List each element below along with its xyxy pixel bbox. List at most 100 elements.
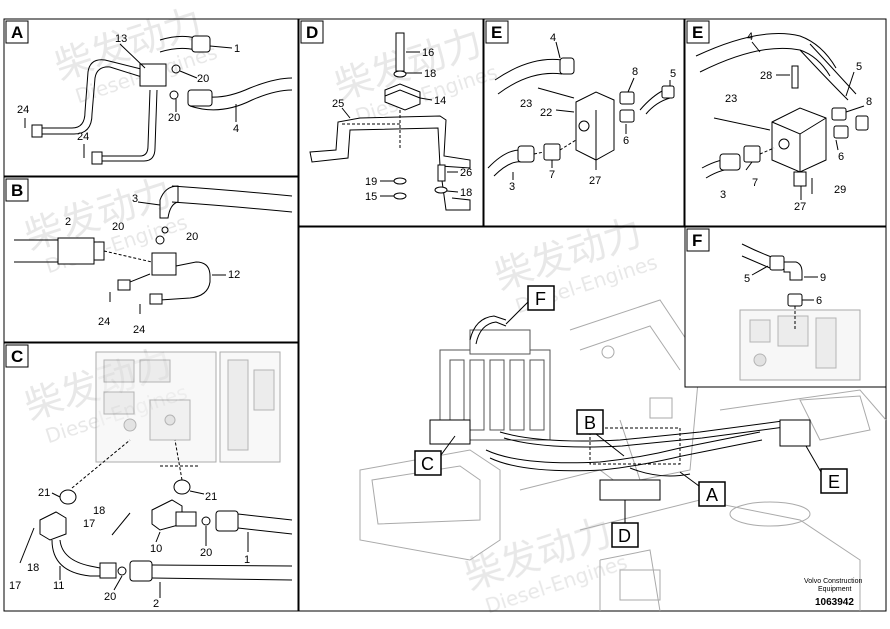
valve-27: [575, 91, 615, 161]
overview-tag-c: C: [421, 454, 434, 474]
overview-hoses: [469, 315, 793, 477]
panel-a: A 13 1 20 20 24 24 4: [3, 18, 299, 177]
callout-4: 4: [747, 31, 753, 43]
panel-e2-frame: [684, 18, 887, 227]
callout-20: 20: [197, 73, 209, 85]
fitting-7: [743, 145, 761, 163]
elbow-9: [783, 261, 803, 281]
overview-tag-a-box: [698, 481, 726, 507]
callout-5: 5: [856, 61, 862, 73]
callout-18: 18: [460, 187, 472, 199]
tee-block: [151, 252, 177, 276]
callout-12: 12: [228, 269, 240, 281]
footer-brand-line2: Equipment: [818, 586, 852, 593]
callout-6: 6: [623, 135, 629, 147]
bolt-23: [537, 87, 575, 99]
tee-block: [139, 63, 167, 87]
callout-21: 21: [38, 487, 50, 499]
overview-tag-d-box: [611, 522, 639, 548]
hose-1: [237, 513, 293, 521]
valve-e-location: [779, 419, 811, 447]
callout-24: 24: [98, 316, 110, 328]
panel-b-tag-box: [5, 178, 29, 202]
nut-15: [393, 192, 407, 200]
tube-lower: [98, 89, 151, 157]
callout-9: 9: [820, 272, 826, 284]
overview-tag-e-box: [820, 468, 848, 494]
o-ring-20: [201, 516, 211, 526]
callout-10: 10: [150, 543, 162, 555]
o-ring-20: [155, 235, 165, 245]
callout-20: 20: [104, 591, 116, 603]
seal-21: [173, 479, 191, 495]
hose-3: [171, 185, 293, 197]
panel-b-tag: B: [11, 181, 23, 200]
overview-frame: [298, 226, 887, 612]
panel-d-tag-box: [300, 20, 324, 44]
callout-18: 18: [93, 505, 105, 517]
doc-number: 1063942: [815, 597, 854, 608]
panel-e1-tag: E: [491, 23, 502, 42]
callout-2: 2: [65, 216, 71, 228]
fitting-8: [831, 107, 847, 121]
overview-tag-a: A: [706, 485, 718, 505]
clamp-14: [384, 83, 421, 111]
callout-22: 22: [540, 107, 552, 119]
callout-23: 23: [725, 93, 737, 105]
callout-16: 16: [422, 47, 434, 59]
o-ring-20: [117, 566, 127, 576]
bolt-17: [19, 527, 35, 564]
o-ring-20: [171, 64, 181, 74]
cap-24: [31, 124, 43, 138]
panel-f-tag-box: [686, 228, 710, 252]
bracket-d-location: [599, 479, 661, 501]
panel-e1-tag-box: [485, 20, 509, 44]
overview: F B C A D E Volvo Construction Equipment…: [298, 226, 887, 612]
fitting-6: [833, 125, 849, 139]
callout-18: 18: [424, 68, 436, 80]
footer-brand-line1: Volvo Construction: [804, 578, 862, 585]
panel-d: D 16 18 14 25 19 15 26 18: [298, 18, 484, 227]
valve-bank-image: [739, 309, 861, 381]
machine-frame: [359, 299, 887, 612]
callout-4: 4: [233, 123, 239, 135]
callout-20: 20: [200, 547, 212, 559]
panel-c-frame: [3, 342, 299, 612]
callout-15: 15: [365, 191, 377, 203]
callout-5: 5: [744, 273, 750, 285]
fitting-6: [787, 293, 803, 307]
callout-17: 17: [83, 518, 95, 530]
hose-4: [494, 58, 563, 81]
callout-27: 27: [589, 175, 601, 187]
fitting-8: [619, 91, 635, 105]
callout-27: 27: [794, 201, 806, 213]
callout-8: 8: [866, 96, 872, 108]
hose-5: [639, 89, 665, 111]
overview-tag-b: B: [584, 413, 596, 433]
control-valve-bank: [439, 329, 551, 441]
fitting-6: [619, 109, 635, 123]
callout-19: 19: [365, 176, 377, 188]
callout-21: 21: [205, 491, 217, 503]
callout-8: 8: [632, 66, 638, 78]
seal-21: [59, 489, 77, 505]
panel-a-tag-box: [5, 20, 29, 44]
callout-25: 25: [332, 98, 344, 110]
callout-1: 1: [244, 554, 250, 566]
overview-tag-b-box: [576, 409, 604, 435]
panel-e2-tag-box: [686, 20, 710, 44]
hose-3: [487, 149, 521, 169]
callout-20: 20: [168, 112, 180, 124]
fitting-7: [543, 143, 561, 161]
callout-6: 6: [816, 295, 822, 307]
panel-e-right: E 4 28 5 8: [684, 18, 887, 227]
bracket-25: [309, 115, 471, 169]
callout-17: 17: [9, 580, 21, 592]
callout-13: 13: [115, 33, 127, 45]
panel-e1-frame: [483, 18, 685, 227]
bolt-16: [395, 32, 405, 72]
overview-tag-c-box: [414, 450, 442, 476]
callout-18: 18: [27, 562, 39, 574]
overview-tag-f: F: [535, 289, 546, 309]
